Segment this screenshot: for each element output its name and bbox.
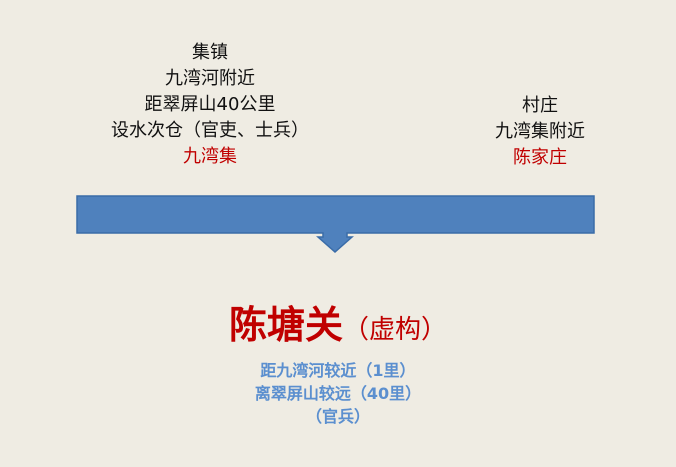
detail-line: （官兵） xyxy=(305,407,370,426)
result-details: 距九湾河较近（1里） 离翠屏山较远（40里） （官兵） xyxy=(0,359,676,428)
source-name: 九湾集 xyxy=(183,146,237,167)
text-line: 九湾河附近 xyxy=(165,68,255,89)
text-line: 集镇 xyxy=(192,42,228,63)
result-note: （虚构） xyxy=(343,315,448,345)
text-line: 村庄 xyxy=(522,95,558,116)
source-chenjiazhuang: 村庄 九湾集附近 陈家庄 xyxy=(440,93,640,171)
text-line: 设水次仓（官吏、士兵） xyxy=(111,120,309,141)
text-line: 九湾集附近 xyxy=(495,121,585,142)
result-name: 陈塘关 xyxy=(228,303,343,347)
detail-line: 距九湾河较近（1里） xyxy=(260,361,416,380)
detail-line: 离翠屏山较远（40里） xyxy=(254,384,422,403)
result-title: 陈塘关（虚构） xyxy=(0,294,676,349)
text-line: 距翠屏山40公里 xyxy=(144,94,276,115)
source-jiuwanji: 集镇 九湾河附近 距翠屏山40公里 设水次仓（官吏、士兵） 九湾集 xyxy=(40,40,380,170)
source-name: 陈家庄 xyxy=(513,147,567,168)
